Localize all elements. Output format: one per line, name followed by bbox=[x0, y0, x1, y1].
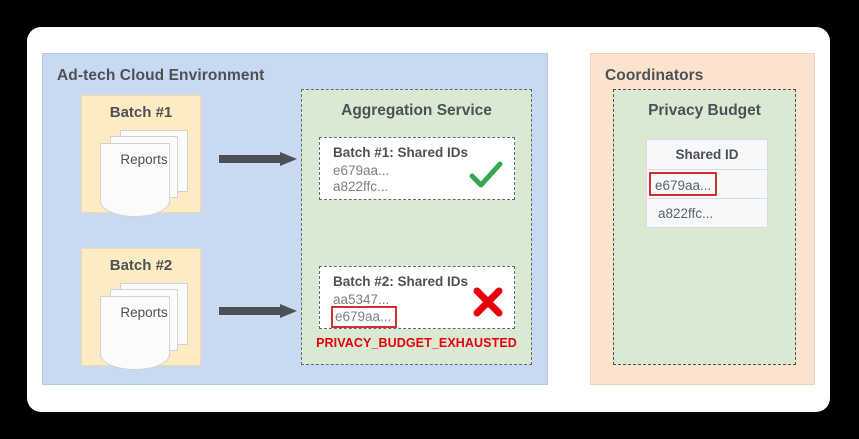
x-icon bbox=[473, 287, 503, 317]
arrow-batch-2-icon bbox=[219, 304, 297, 318]
coordinators-panel: Coordinators Privacy Budget Shared ID e6… bbox=[590, 53, 815, 385]
adtech-cloud-environment-panel: Ad-tech Cloud Environment Batch #1 Repor… bbox=[42, 53, 548, 385]
batch-1-shared-id-1: a822ffc... bbox=[333, 179, 389, 194]
batch-2-shared-id-1-highlighted: e679aa... bbox=[331, 306, 398, 328]
arrow-shaft bbox=[219, 307, 281, 315]
batch-1-shared-ids-header: Batch #1: Shared IDs bbox=[333, 145, 469, 160]
batch-2-reports-stack: Reports bbox=[100, 283, 188, 370]
table-row: a822ffc... bbox=[647, 198, 767, 227]
batch-2-shared-ids-header: Batch #2: Shared IDs bbox=[333, 274, 469, 289]
batch-1-reports-label: Reports bbox=[120, 152, 168, 167]
arrow-batch-1-icon bbox=[219, 152, 297, 166]
shared-id-table: Shared ID e679aa... a822ffc... bbox=[646, 139, 768, 228]
aggregation-service-title: Aggregation Service bbox=[341, 102, 492, 119]
batch-1-shared-id-0: e679aa... bbox=[333, 163, 390, 178]
batch-1-label: Batch #1 bbox=[109, 104, 173, 121]
arrow-head bbox=[280, 152, 297, 166]
privacy-budget-box: Privacy Budget Shared ID e679aa... a822f… bbox=[613, 89, 796, 365]
shared-id-column-header: Shared ID bbox=[675, 147, 739, 162]
batch-2-card: Batch #2 Reports bbox=[81, 248, 201, 370]
figure-card: Ad-tech Cloud Environment Batch #1 Repor… bbox=[27, 27, 830, 412]
batch-1-shared-ids-box: Batch #1: Shared IDs e679aa... a822ffc..… bbox=[319, 137, 515, 200]
privacy-budget-title: Privacy Budget bbox=[648, 102, 761, 119]
table-row: e679aa... bbox=[647, 169, 767, 198]
batch-1-reports-stack: Reports bbox=[100, 130, 188, 217]
check-icon bbox=[469, 161, 503, 188]
arrow-shaft bbox=[219, 155, 281, 163]
batch-2-label: Batch #2 bbox=[109, 257, 173, 274]
report-sheet-front-icon bbox=[100, 296, 170, 370]
batch-2-reports-label: Reports bbox=[120, 305, 168, 320]
batch-2-shared-id-0: aa5347... bbox=[333, 292, 390, 307]
report-sheet-front-icon bbox=[100, 143, 170, 217]
aggregation-service-box: Aggregation Service Batch #1: Shared IDs… bbox=[301, 89, 532, 365]
shared-id-cell-highlighted: e679aa... bbox=[649, 172, 718, 196]
batch-2-shared-ids-box: Batch #2: Shared IDs aa5347... e679aa... bbox=[319, 266, 515, 329]
batch-1-card: Batch #1 Reports bbox=[81, 95, 201, 217]
adtech-panel-title: Ad-tech Cloud Environment bbox=[57, 67, 265, 84]
coordinators-panel-title: Coordinators bbox=[605, 67, 704, 84]
privacy-budget-exhausted-error: PRIVACY_BUDGET_EXHAUSTED bbox=[316, 336, 517, 350]
arrow-head bbox=[280, 304, 297, 318]
